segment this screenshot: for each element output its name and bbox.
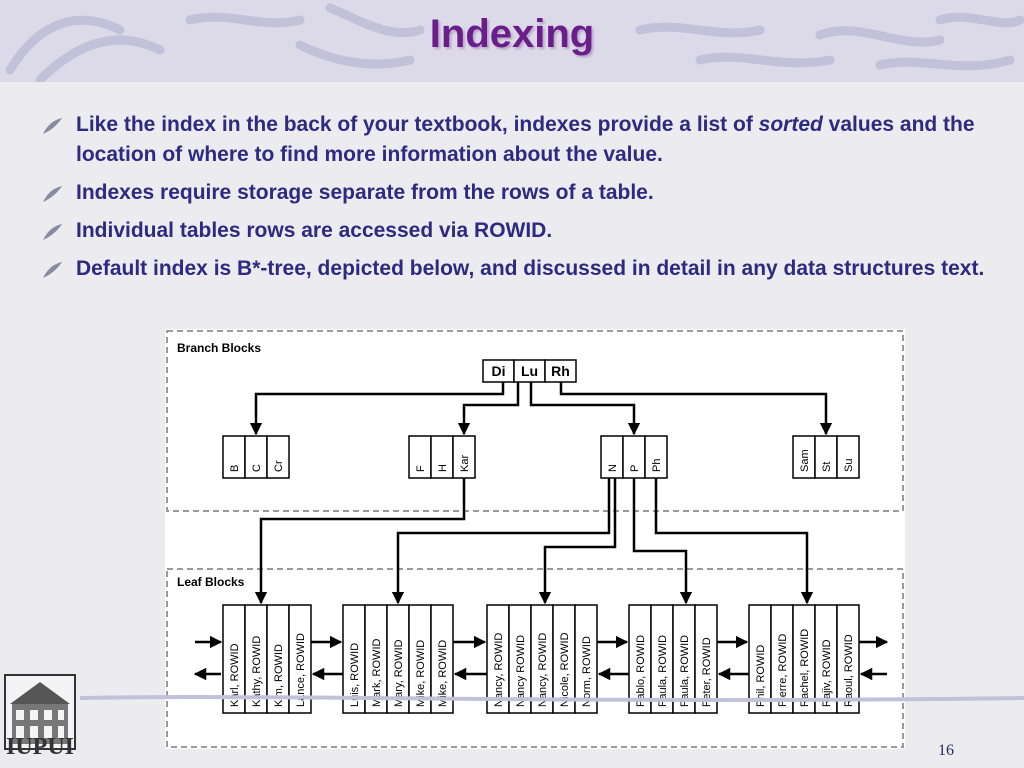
iupui-logo-icon (4, 674, 76, 750)
banner-swirls (5, 3, 1024, 82)
branch-key-label: F (415, 465, 427, 472)
branch-key-label: St (821, 462, 833, 472)
quill-bullet-icon (43, 262, 62, 278)
leaf-entry-label: Paula, ROWID (657, 635, 669, 707)
leaf-entry-label: Mike, ROWID (415, 640, 427, 707)
leaf-entry-label: Kathy, ROWID (251, 636, 263, 707)
leaf-entry-label: Rachel, ROWID (799, 629, 811, 707)
leaf-entry-cell (836, 604, 860, 714)
leaf-entry-label: Nancy ROWID (515, 635, 527, 707)
leaf-entry-label: Rajiv, ROWID (821, 639, 833, 707)
leaf-entry-label: Pierre, ROWID (777, 634, 789, 707)
quill-bullet-icon (43, 186, 62, 202)
leaf-entry-label: Nancy, ROWID (493, 633, 505, 707)
leaf-entry-cell (574, 604, 598, 714)
branch-key-label: Su (843, 459, 855, 472)
quill-bullet-icon (43, 118, 62, 134)
leaf-entry-label: Paula, ROWID (679, 635, 691, 707)
root-to-branch-arrow (529, 382, 641, 436)
bullet-item: Default index is B*-tree, depicted below… (40, 254, 1000, 284)
branch-blocks-label: Branch Blocks (177, 341, 261, 355)
root-to-branch-arrow (249, 382, 505, 436)
branch-to-leaf-arrow (632, 478, 693, 605)
leaf-entry-label: Luis, ROWID (349, 643, 361, 707)
leaf-entry-label: Mike, ROWID (437, 640, 449, 707)
bullet-item: Individual tables rows are accessed via … (40, 216, 1000, 246)
branch-key-label: Sam (799, 449, 811, 472)
bullet-text-after: values and the location of where to find… (76, 113, 975, 166)
bullet-list: Like the index in the back of your textb… (40, 110, 1000, 292)
branch-key-cell (266, 435, 290, 479)
branch-to-leaf-arrow (654, 478, 814, 605)
bullet-item: Indexes require storage separate from th… (40, 178, 1000, 208)
logo-text: IUPUI (5, 734, 74, 760)
root-key-label: Di (492, 363, 506, 379)
slide-title: Indexing (429, 12, 595, 56)
root-to-branch-arrow (559, 382, 833, 436)
branch-key-label: Cr (273, 460, 285, 472)
leaf-entry-label: Lance, ROWID (295, 633, 307, 707)
leaf-entry-label: Pablo, ROWID (635, 635, 647, 707)
branch-to-leaf-arrow (391, 478, 611, 605)
leaf-entry-label: Karl, ROWID (229, 643, 241, 707)
leaf-entry-label: Kim, ROWID (273, 644, 285, 707)
leaf-blocks-label: Leaf Blocks (177, 575, 245, 589)
branch-key-label: P (629, 465, 641, 472)
bullet-text-emph: sorted (758, 113, 823, 136)
leaf-entry-label: Phil, ROWID (755, 645, 767, 707)
branch-to-leaf-arrow (538, 478, 617, 605)
root-key-label: Lu (521, 363, 538, 379)
branch-key-label: H (437, 464, 449, 472)
leaf-entry-label: Nicole, ROWID (559, 632, 571, 707)
branch-key-label: Kar (459, 455, 471, 472)
leaf-entry-label: Raoul, ROWID (843, 634, 855, 707)
leaf-entry-cell (288, 604, 312, 714)
bullet-text: Default index is B*-tree, depicted below… (76, 257, 985, 280)
leaf-entry-label: Mary, ROWID (393, 639, 405, 707)
branch-key-label: Ph (651, 459, 663, 472)
root-to-branch-arrow (457, 382, 520, 436)
branch-key-cell (836, 435, 860, 479)
leaf-entry-label: Nancy, ROWID (537, 633, 549, 707)
branch-region (166, 330, 904, 512)
footer-swoosh (80, 695, 1024, 702)
leaf-entry-cell (694, 604, 718, 714)
title-banner (0, 0, 1024, 82)
leaf-region (166, 568, 904, 748)
quill-bullet-icon (43, 224, 62, 240)
leaf-entry-label: Norm, ROWID (581, 636, 593, 707)
page-number: 16 (938, 742, 954, 759)
bullet-text: Individual tables rows are accessed via … (76, 219, 553, 242)
bullet-text: Indexes require storage separate from th… (76, 181, 654, 204)
branch-key-label: N (607, 464, 619, 472)
branch-key-label: B (229, 465, 241, 472)
branch-to-leaf-arrow (254, 478, 466, 605)
bullet-text-before: Like the index in the back of your textb… (76, 113, 759, 136)
leaf-entry-label: Peter, ROWID (701, 637, 713, 707)
leaf-entry-label: Mark, ROWID (371, 639, 383, 707)
leaf-entry-cell (430, 604, 454, 714)
root-key-label: Rh (551, 363, 570, 379)
branch-key-label: C (251, 464, 263, 472)
bullet-item: Like the index in the back of your textb… (40, 110, 1000, 170)
